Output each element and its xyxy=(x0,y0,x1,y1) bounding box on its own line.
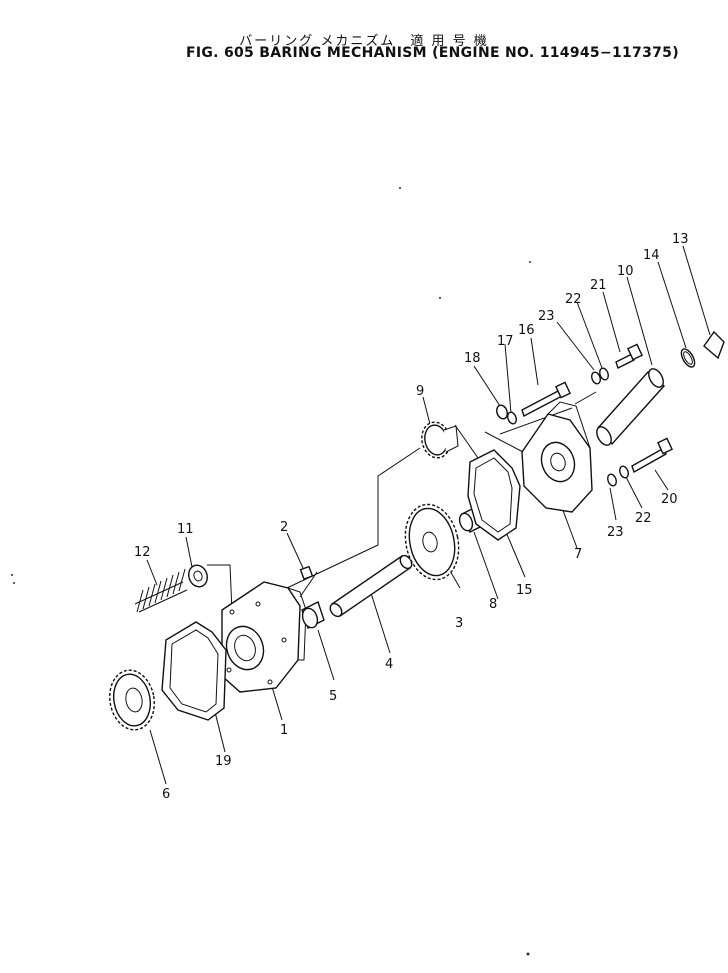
washer-part-22-upper xyxy=(599,367,609,381)
callout-3: 3 xyxy=(455,616,463,631)
callout-13: 13 xyxy=(672,232,689,247)
cover-part-7 xyxy=(521,401,593,513)
scan-specks xyxy=(11,187,531,956)
bushing-part-11 xyxy=(188,564,208,588)
shaft-part-10 xyxy=(596,368,665,446)
callout-19: 19 xyxy=(215,754,232,769)
callout-4: 4 xyxy=(385,657,393,672)
title-japanese: バーリング メカニズム 適 用 号 機 xyxy=(239,34,489,49)
callout-23-lower: 23 xyxy=(607,525,624,540)
gasket-part-19 xyxy=(161,621,227,721)
callout-14: 14 xyxy=(643,248,660,263)
housing-part-1 xyxy=(221,581,307,693)
large-gear-part-3 xyxy=(404,503,460,581)
callout-8: 8 xyxy=(489,597,497,612)
washer-part-23-upper xyxy=(591,371,601,385)
callout-15: 15 xyxy=(516,583,533,598)
callout-20: 20 xyxy=(661,492,678,507)
bolt-part-21 xyxy=(615,343,643,369)
callout-16: 16 xyxy=(518,323,535,338)
callout-17: 17 xyxy=(497,334,514,349)
washer-part-17 xyxy=(507,411,517,425)
sleeve-part-5 xyxy=(301,601,325,629)
small-gear-part-9 xyxy=(421,421,459,459)
callout-7: 7 xyxy=(574,547,582,562)
callout-1: 1 xyxy=(280,723,288,738)
callout-9: 9 xyxy=(416,384,424,399)
clip-part-13 xyxy=(703,330,725,360)
callout-12: 12 xyxy=(134,545,151,560)
washer-part-22-lower xyxy=(619,465,629,479)
shaft-part-4 xyxy=(329,554,413,618)
figure-title: FIG. 605 BARING MECHANISM (ENGINE NO. 11… xyxy=(186,45,679,61)
callout-6: 6 xyxy=(162,787,170,802)
callout-5: 5 xyxy=(329,689,337,704)
callout-21: 21 xyxy=(590,278,607,293)
ring-part-14 xyxy=(680,348,696,368)
callout-22-lower: 22 xyxy=(635,511,652,526)
bolt-part-20 xyxy=(631,437,673,474)
callout-labels: 1 2 3 4 5 6 7 8 9 10 11 12 13 14 15 16 1… xyxy=(134,232,689,802)
washer-part-23-lower xyxy=(607,473,617,487)
callout-11: 11 xyxy=(177,522,194,537)
callout-22-upper: 22 xyxy=(565,292,582,307)
spring-part-12 xyxy=(134,568,188,613)
bolt-part-16 xyxy=(521,381,571,418)
washer-part-18 xyxy=(496,404,508,420)
gear-part-6 xyxy=(109,669,155,731)
callout-18: 18 xyxy=(464,351,481,366)
plug-part-2 xyxy=(299,565,314,580)
callout-23-upper: 23 xyxy=(538,309,555,324)
gasket-part-15 xyxy=(467,449,521,541)
callout-2: 2 xyxy=(280,520,288,535)
callout-10: 10 xyxy=(617,264,634,279)
